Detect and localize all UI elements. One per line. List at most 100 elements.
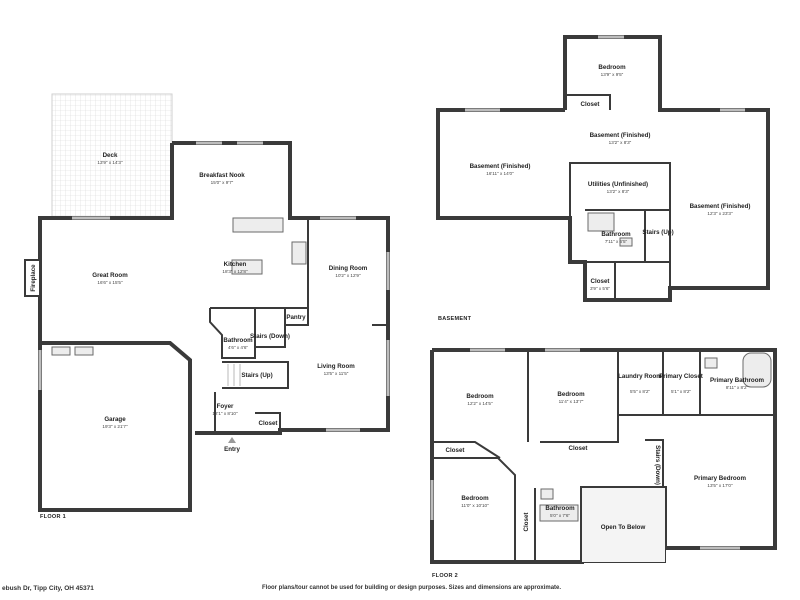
- floor-1-plan: [24, 93, 390, 512]
- room-name: Foyer: [217, 403, 234, 410]
- room-name: Primary Closet: [659, 373, 703, 380]
- room-dims: 11'4" x 13'7": [559, 399, 584, 404]
- room-name: Deck: [103, 152, 118, 159]
- room-dims: 5'0" x 7'6": [550, 513, 570, 518]
- room-name: Primary Bathroom: [710, 377, 764, 384]
- room-dims: 10'2" x 12'9": [335, 273, 361, 278]
- primary-tub: [742, 352, 772, 388]
- room-name: Stairs (Up): [241, 372, 272, 379]
- floor-1-labels: Deck 13'9" x 14'3" Breakfast Nook 15'0" …: [30, 152, 368, 520]
- room-dims: 12'2" x 14'5": [467, 401, 493, 406]
- room-name: Utilities (Unfinished): [588, 181, 648, 188]
- room-dims: 13'9" x 9'5": [601, 72, 624, 77]
- room-dims: 18'3" x 12'8": [222, 269, 248, 274]
- basement-plan: [436, 35, 770, 302]
- floor-label: FLOOR 2: [432, 573, 458, 579]
- room-dims: 8'11" x 8'2": [726, 385, 749, 390]
- room-name: Kitchen: [224, 261, 247, 268]
- disclaimer-text: Floor plans/tour cannot be used for buil…: [262, 585, 562, 591]
- primary-vanity: [704, 357, 718, 369]
- floor-2-plan: [430, 348, 777, 564]
- bsmt-closet-top-wall: [565, 94, 611, 110]
- room-name: Closet: [446, 447, 465, 454]
- room-dims: 4'6" x 4'6": [228, 345, 248, 350]
- bsmt-vanity: [619, 237, 633, 247]
- room-dims: 13'5" x 11'5": [324, 371, 349, 376]
- pantry-wall: [285, 307, 309, 326]
- room-name: Bathroom: [545, 505, 575, 512]
- room-name: Stairs (Down): [654, 445, 661, 485]
- room-name: Bedroom: [557, 391, 585, 398]
- entry-arrow: [228, 437, 236, 443]
- room-name: Garage: [104, 416, 126, 423]
- room-dims: 16'11" x 14'0": [486, 171, 514, 176]
- room-name: Closet: [591, 278, 610, 285]
- kitchen-range: [291, 241, 307, 265]
- bath-1-wall: [209, 307, 256, 359]
- room-dims: 13'2" x 8'3": [609, 140, 632, 145]
- property-address: ebush Dr, Tipp City, OH 45371: [2, 585, 94, 592]
- room-name: Living Room: [317, 363, 355, 370]
- room-dims: 5'1" x 8'2": [671, 389, 691, 394]
- room-name: Open To Below: [601, 524, 646, 531]
- room-name: Closet: [523, 513, 530, 532]
- room-dims: 13'9" x 14'3": [97, 160, 123, 165]
- room-name: Bedroom: [461, 495, 489, 502]
- room-name: Laundry Room: [618, 373, 662, 380]
- room-name: Great Room: [92, 272, 128, 279]
- room-dims: 13'5" x 17'0": [707, 483, 733, 488]
- room-dims: 12'1" x 8'10": [212, 411, 238, 416]
- room-name: Primary Bedroom: [694, 475, 746, 482]
- room-dims: 16'6" x 15'5": [97, 280, 123, 285]
- room-dims: 12'3" x 23'3": [707, 211, 733, 216]
- stairs-up-wall: [222, 361, 289, 389]
- bedroom-b-closet-wall: [540, 350, 619, 443]
- basement-labels: Bedroom 13'9" x 9'5" Closet Basement (Fi…: [438, 64, 750, 322]
- room-name: Bathroom: [223, 337, 253, 344]
- room-name: Basement (Finished): [590, 132, 651, 139]
- room-dims: 19'3" x 21'7": [102, 424, 128, 429]
- room-dims: 15'0" x 9'7": [211, 180, 234, 185]
- bath-2-sink: [540, 488, 554, 500]
- room-dims: 11'0" x 10'10": [461, 503, 489, 508]
- room-name: Bedroom: [466, 393, 494, 400]
- kitchen-island: [231, 259, 263, 275]
- room-name: Closet: [581, 101, 600, 108]
- fireplace-box: [24, 259, 41, 297]
- room-name: Closet: [259, 420, 278, 427]
- room-name: Bedroom: [598, 64, 626, 71]
- room-dims: 7'11" x 6'5": [605, 239, 628, 244]
- floor-1-outer-wall: [172, 141, 390, 435]
- room-name: Breakfast Nook: [199, 172, 245, 179]
- floor-label: FLOOR 1: [40, 514, 66, 520]
- room-name: Dining Room: [329, 265, 368, 272]
- stairs-down-wall: [254, 307, 286, 348]
- bsmt-stairs-wall: [645, 209, 671, 263]
- room-name: Bathroom: [601, 231, 631, 238]
- bedroom-a-closet-wall: [432, 441, 501, 459]
- kitchen-sink-counter: [232, 217, 284, 233]
- room-name: Fireplace: [30, 264, 37, 292]
- garage-shelf-1: [51, 346, 71, 356]
- room-name: Basement (Finished): [690, 203, 751, 210]
- open-to-below-area: [582, 488, 665, 562]
- room-dims: 3'9" x 5'6": [590, 286, 610, 291]
- room-name: Entry: [224, 446, 240, 453]
- bsmt-shower: [587, 212, 615, 232]
- closet-1-wall: [255, 412, 281, 433]
- room-name: Stairs (Down): [250, 333, 290, 340]
- room-name: Stairs (Up): [642, 229, 673, 236]
- stairs-up-treads: [227, 364, 241, 386]
- deck-surface: [51, 93, 173, 218]
- room-dims: 5'5" x 8'2": [630, 389, 650, 394]
- bedroom-c-wall: [432, 457, 516, 562]
- floor-label: BASEMENT: [438, 316, 472, 322]
- room-name: Pantry: [286, 314, 306, 321]
- room-name: Basement (Finished): [470, 163, 531, 170]
- garage-shelf-2: [74, 346, 94, 356]
- room-name: Closet: [569, 445, 588, 452]
- floor-2-labels: Bedroom 12'2" x 14'5" Bedroom 11'4" x 13…: [432, 373, 764, 579]
- basement-outer-wall: [436, 35, 770, 302]
- bath-2-shower: [539, 504, 579, 522]
